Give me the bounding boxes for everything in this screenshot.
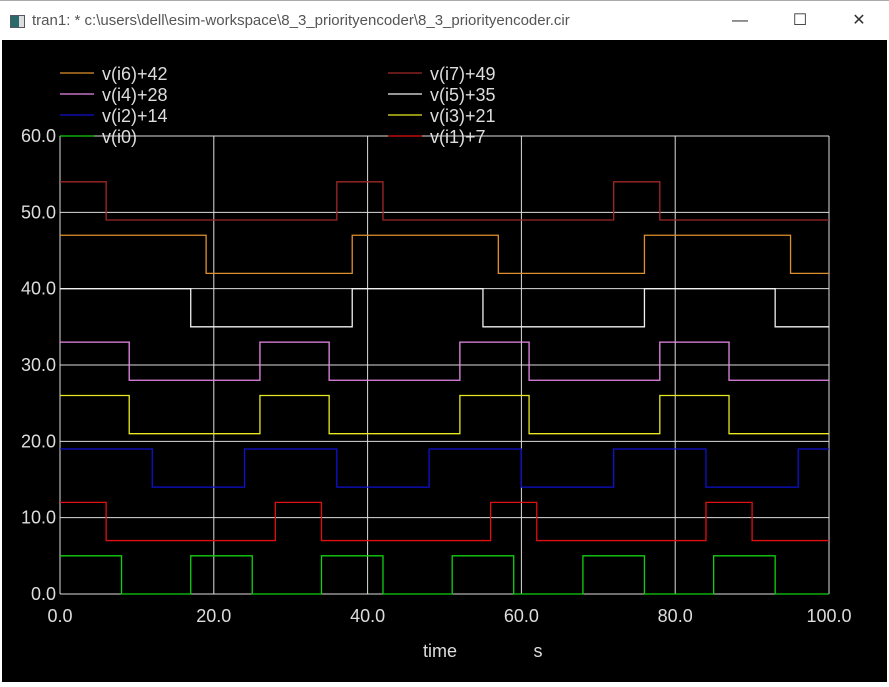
series-line-v-i3-21 (60, 394, 829, 435)
y-tick-label: 60.0 (21, 126, 56, 146)
window-title: tran1: * c:\users\dell\esim-workspace\8_… (32, 12, 570, 29)
y-tick-label: 40.0 (21, 279, 56, 299)
legend-label: v(i5)+35 (430, 85, 496, 105)
waveform-chart: 0.0 20.0 40.0 60.0 80.0 100.0 0.0 10.0 20.0 30.0 4… (21, 64, 852, 661)
x-tick-label: 40.0 (350, 606, 385, 626)
y-tick-label: 10.0 (21, 508, 56, 528)
y-tick-label: 30.0 (21, 355, 56, 375)
close-button[interactable]: ✕ (852, 12, 866, 29)
x-tick-label: 80.0 (658, 606, 693, 626)
y-tick-label: 20.0 (21, 431, 56, 451)
title-bar: tran1: * c:\users\dell\esim-workspace\8_… (0, 0, 889, 40)
series-line-v-i6-42 (60, 234, 829, 275)
maximize-button[interactable]: ☐ (792, 12, 808, 29)
x-axis-label: time (423, 641, 457, 661)
legend-label: v(i0) (102, 127, 137, 147)
y-tick-label: 50.0 (21, 202, 56, 222)
legend-label: v(i1)+7 (430, 127, 486, 147)
series-line-v-i4-28 (60, 341, 829, 381)
x-tick-label: 60.0 (504, 606, 539, 626)
series-line-v-i0- (60, 555, 829, 595)
x-tick-label: 20.0 (196, 606, 231, 626)
series-line-v-i2-14 (60, 448, 829, 488)
legend-label: v(i7)+49 (430, 64, 496, 84)
legend-label: v(i6)+42 (102, 64, 168, 84)
legend-label: v(i4)+28 (102, 85, 168, 105)
x-tick-label: 0.0 (47, 606, 72, 626)
series-line-v-i1-7 (60, 501, 829, 542)
legend-label: v(i2)+14 (102, 106, 168, 126)
plot-area[interactable]: 0.0 20.0 40.0 60.0 80.0 100.0 0.0 10.0 20.0 30.0 4… (2, 40, 887, 682)
legend-label: v(i3)+21 (430, 106, 496, 126)
series-line-v-i7-49 (60, 181, 829, 221)
app-icon (10, 15, 25, 28)
x-tick-label: 100.0 (806, 606, 851, 626)
y-tick-label: 0.0 (31, 584, 56, 604)
minimize-button[interactable]: — (732, 12, 748, 29)
x-axis-unit: s (534, 641, 543, 661)
series-line-v-i5-35 (60, 288, 829, 328)
